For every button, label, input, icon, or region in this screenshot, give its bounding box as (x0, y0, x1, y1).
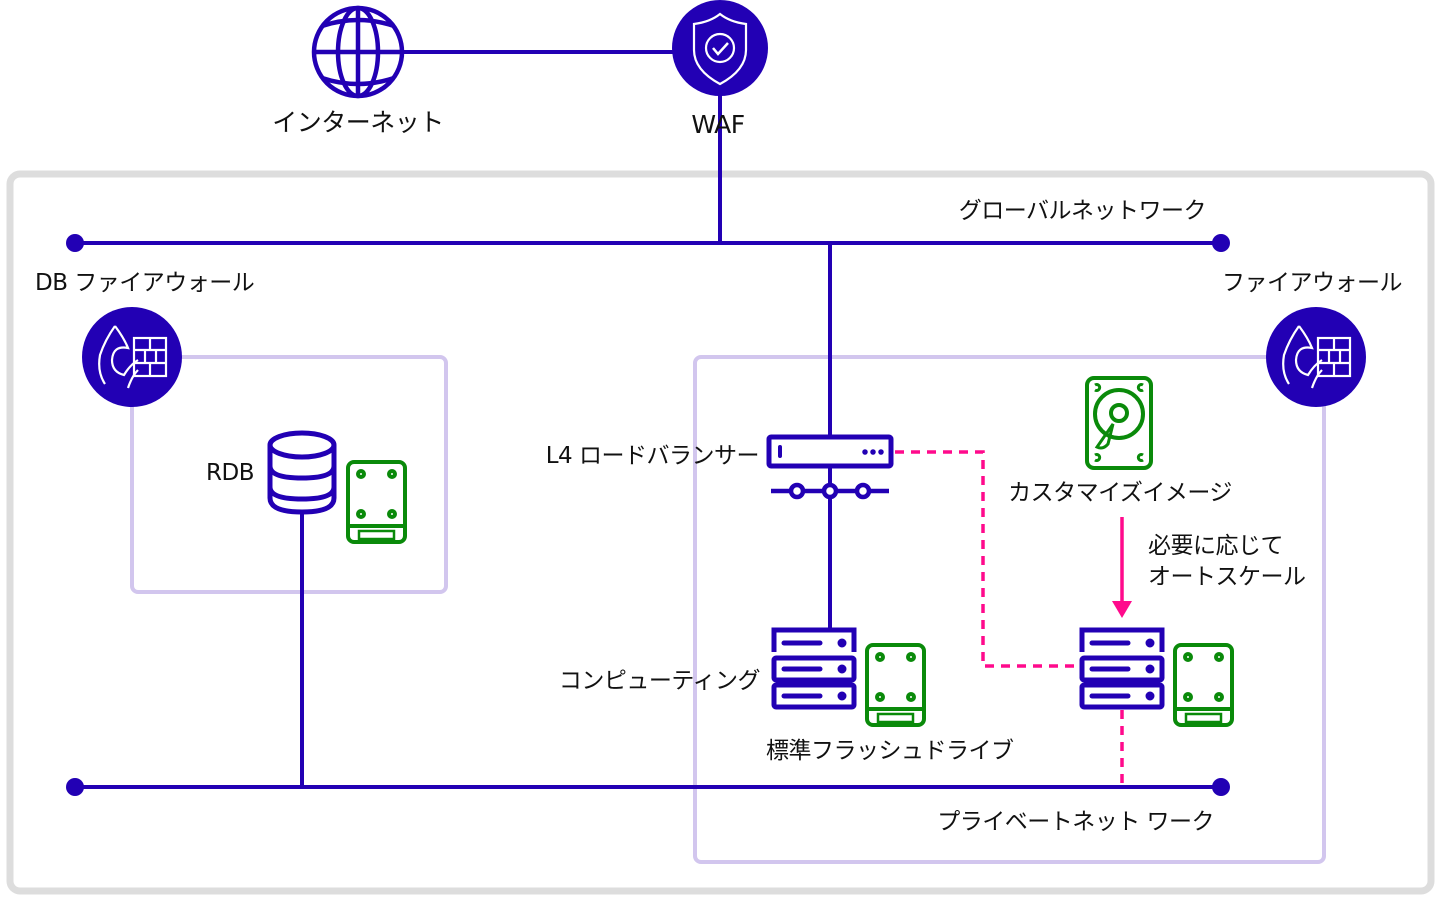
shield-check-icon (672, 0, 768, 96)
autoscale-arrow-head (1112, 601, 1132, 618)
private-network-end-left (66, 778, 84, 796)
private-network-end-right (1212, 778, 1230, 796)
rdb-label: RDB (206, 460, 254, 486)
database-icon (267, 430, 337, 515)
flash-drive-label: 標準フラッシュドライブ (766, 738, 1014, 764)
ssd-icon-autoscale (1173, 643, 1234, 727)
firewall-zone (693, 355, 1326, 864)
global-network-end-right (1212, 234, 1230, 252)
db-firewall-label: DB ファイアウォール (35, 270, 255, 296)
firewall-label: ファイアウォール (1222, 270, 1403, 296)
waf-label: WAF (691, 110, 745, 139)
firewall-icon (1266, 307, 1366, 407)
load-balancer-label: L4 ロードバランサー (545, 443, 760, 469)
server-icon-autoscale (1079, 627, 1165, 710)
lb-autoscale-dashed-link (895, 450, 1081, 668)
global-network-end-left (66, 234, 84, 252)
internet-label: インターネット (272, 108, 444, 137)
server-icon-compute (771, 627, 857, 710)
custom-image-label: カスタマイズイメージ (1008, 480, 1232, 506)
autoscale-label-line1: 必要に応じて (1148, 533, 1284, 559)
ssd-icon-rdb (346, 460, 407, 544)
private-network-label: プライベートネット ワーク (937, 809, 1214, 835)
global-network-label: グローバルネットワーク (958, 198, 1207, 224)
globe-icon (311, 5, 405, 99)
hard-disk-icon (1085, 376, 1153, 470)
autoscale-label-line2: オートスケール (1148, 564, 1306, 590)
db-firewall-icon (82, 307, 182, 407)
ssd-icon-compute (865, 643, 926, 727)
db-firewall-zone (130, 355, 448, 594)
load-balancer-icon (766, 434, 894, 500)
computing-label: コンピューティング (558, 668, 761, 694)
